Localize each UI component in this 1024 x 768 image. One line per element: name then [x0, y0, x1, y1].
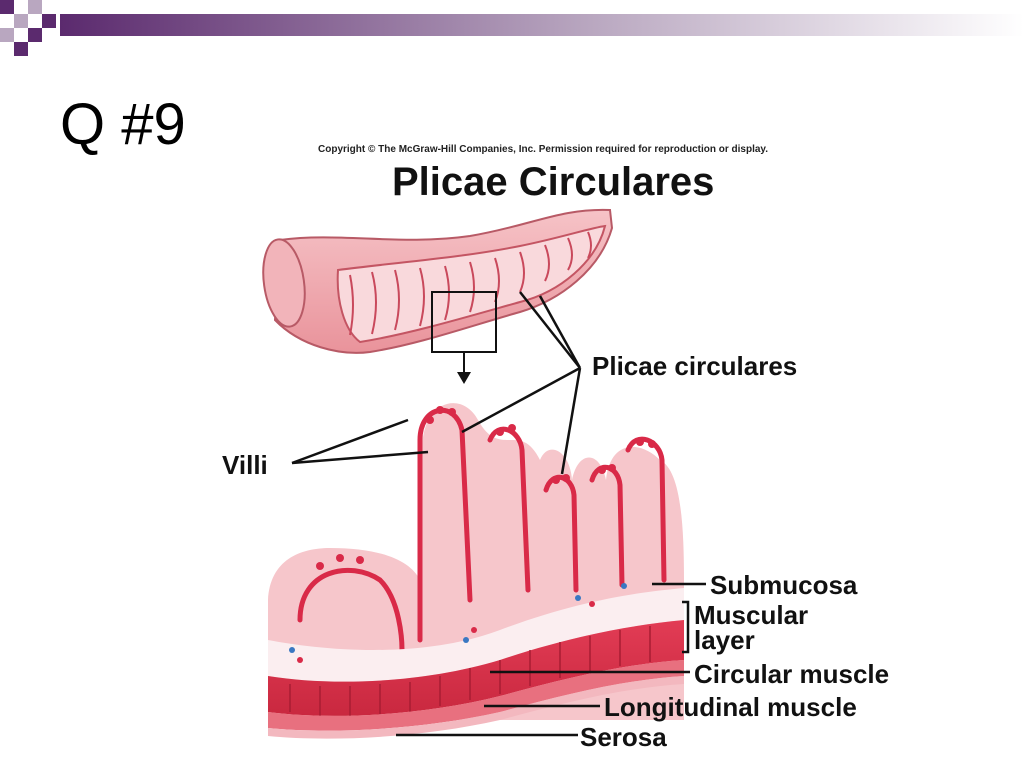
intestine-tube [262, 208, 614, 354]
label-villi: Villi [222, 450, 268, 480]
down-arrow-icon [457, 372, 471, 384]
label-muscular-layer-line2: layer [694, 625, 755, 655]
label-submucosa: Submucosa [710, 570, 858, 600]
figure-title: Plicae Circulares [392, 160, 715, 204]
label-circular-muscle: Circular muscle [694, 659, 890, 689]
submucosa-layer [268, 588, 684, 682]
header-bar [0, 0, 1024, 56]
label-muscular-layer-line1: Muscular [694, 600, 809, 630]
copyright-notice: Copyright © The McGraw-Hill Companies, I… [318, 144, 769, 155]
slide-title: Q #9 [60, 92, 186, 157]
leader-lines [291, 291, 706, 737]
longitudinal-muscle-layer [268, 660, 684, 731]
label-plicae-circulares: Plicae circulares [592, 351, 798, 381]
checker-logo-icon [0, 0, 56, 56]
circular-muscle-layer [268, 620, 684, 716]
label-serosa: Serosa [580, 722, 667, 752]
label-longitudinal-muscle: Longitudinal muscle [604, 692, 857, 722]
blood-vessel-dots [289, 583, 627, 653]
header-gradient [60, 14, 1024, 36]
serosa-layer [268, 676, 684, 739]
